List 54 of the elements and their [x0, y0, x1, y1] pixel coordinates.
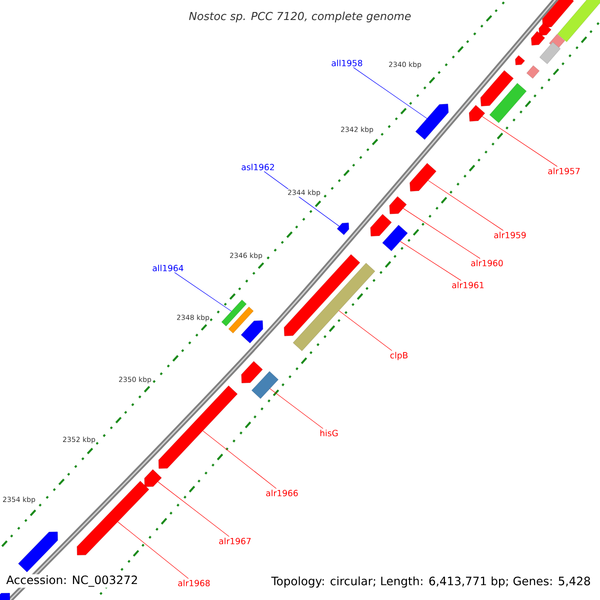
gene-block [18, 532, 58, 572]
gene-bar [228, 306, 254, 334]
leader-line [202, 430, 277, 489]
gene-label: hisG [320, 430, 338, 436]
footer-text: Accession: NC_003272 [5, 574, 140, 588]
gene-block [0, 593, 10, 600]
gene-block [469, 105, 485, 122]
leader-line [402, 208, 480, 259]
gene-bar [252, 371, 278, 399]
gene-block [515, 55, 525, 66]
leader-line [428, 180, 504, 231]
gene-block [542, 0, 574, 28]
leader-line [353, 67, 428, 119]
gene-label: alr1968 [178, 580, 210, 586]
leader-line [174, 272, 232, 312]
leader-line [400, 241, 462, 281]
gene-block [415, 104, 449, 140]
gene-block [538, 22, 552, 36]
gene-bar [490, 83, 526, 123]
gene-block [76, 480, 150, 556]
leader-line [338, 310, 392, 351]
gene-label: alr1957 [548, 168, 580, 174]
gene-label: asl1962 [242, 164, 274, 170]
gene-bar [540, 42, 560, 64]
gene-block [241, 361, 263, 384]
gene-bar [382, 224, 408, 252]
gene-bar [557, 0, 600, 42]
footer-text: Topology: circular; Length: 6,413,771 bp; Genes: 5,428 [271, 576, 590, 588]
title: Nostoc sp. PCC 7120, complete genome [189, 12, 411, 22]
gene-block [389, 196, 407, 214]
gene-label: clpB [390, 352, 408, 360]
gene-label: alr1966 [266, 490, 298, 496]
gene-block [144, 469, 162, 487]
gene-label: all1964 [152, 264, 184, 272]
gene-block [531, 31, 545, 46]
gene-block [480, 70, 514, 106]
gene-bar [292, 263, 376, 352]
leader-line [118, 522, 189, 579]
leader-line [158, 482, 230, 537]
gene-block [370, 214, 392, 236]
leader-line [270, 388, 324, 429]
gene-block [158, 386, 238, 469]
gene-label: alr1960 [471, 260, 503, 266]
gene-block [410, 163, 436, 192]
gene-label: alr1961 [452, 282, 484, 288]
gene-label: alr1959 [494, 232, 526, 238]
gene-label: alr1967 [219, 538, 251, 544]
gene-bar [221, 300, 247, 326]
leader-line [482, 116, 558, 167]
gene-bar [526, 65, 540, 79]
gene-block [241, 320, 263, 344]
gene-block [337, 222, 349, 235]
gene-label: all1958 [332, 60, 362, 66]
gene-block [284, 254, 360, 336]
